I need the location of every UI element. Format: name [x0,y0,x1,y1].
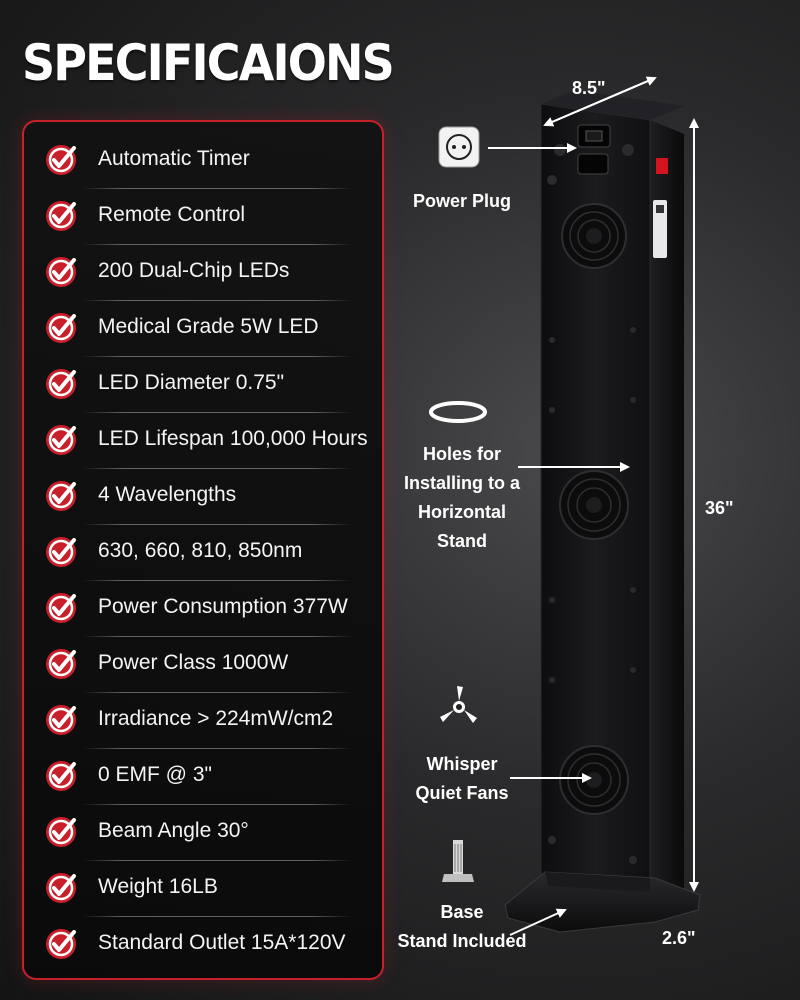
check-badge-icon [46,369,76,399]
spec-text: Power Class 1000W [98,651,289,674]
fan-top [561,203,627,269]
spec-text: 630, 660, 810, 850nm [98,539,303,562]
check-badge-icon [46,537,76,567]
spec-item: 200 Dual-Chip LEDs [24,246,382,302]
spec-text: Irradiance > 224mW/cm2 [98,707,334,730]
power-plug-label: Power Plug [412,191,511,211]
spec-item: Beam Angle 30° [24,806,382,862]
check-badge-icon [46,145,76,175]
spec-item: 0 EMF @ 3" [24,750,382,806]
spec-text: 4 Wavelengths [98,483,237,506]
depth-dimension: 2.6" [662,928,696,948]
device-front-face [540,103,651,901]
spec-text: Power Consumption 377W [98,595,348,618]
check-badge-icon [46,313,76,343]
control-display [653,200,667,258]
fan-icon [436,684,482,730]
screw-holes [548,327,637,864]
holes-label-line-3: Horizontal [418,502,506,522]
spec-item: Standard Outlet 15A*120V [24,918,382,974]
spec-item: Automatic Timer [24,134,382,190]
spec-item: 630, 660, 810, 850nm [24,526,382,582]
spec-text: 200 Dual-Chip LEDs [98,259,290,282]
height-dimension: 36" [705,498,734,518]
check-badge-icon [46,817,76,847]
base-label-line-2: Stand Included [397,931,527,951]
check-badge-icon [46,201,76,231]
spec-divider [82,692,352,693]
spec-divider [82,356,352,357]
spec-text: LED Lifespan 100,000 Hours [98,427,368,450]
check-badge-icon [46,705,76,735]
spec-divider [82,860,352,861]
power-switch [656,158,668,174]
spec-divider [82,244,352,245]
spec-text: Automatic Timer [98,147,250,170]
holes-label-line-2: Installing to a [403,473,520,493]
check-badge-icon [46,761,76,791]
spec-item: Medical Grade 5W LED [24,302,382,358]
page-title: SPECIFICAIONS [22,34,395,92]
holes-label-line-4: Stand [436,531,487,551]
power-socket-2 [577,153,609,175]
spec-divider [82,804,352,805]
spec-text: Medical Grade 5W LED [98,315,319,338]
fan-middle [559,470,629,540]
holes-label: Holes for Installing to a Horizontal Sta… [396,440,528,556]
power-plug-icon [438,126,480,168]
ring-hole-icon [428,400,488,424]
base-label: Base Stand Included [392,898,532,956]
fans-label: Whisper Quiet Fans [406,750,518,808]
spec-divider [82,468,352,469]
device-top-face [541,90,684,120]
fan-bottom [559,745,629,815]
fans-label-line-2: Quiet Fans [415,783,509,803]
check-badge-icon [46,649,76,679]
spec-item: 4 Wavelengths [24,470,382,526]
fans-label-line-1: Whisper [426,754,498,774]
check-badge-icon [46,873,76,903]
spec-item: Power Consumption 377W [24,582,382,638]
width-dimension: 8.5" [572,78,606,98]
spec-text: Beam Angle 30° [98,819,249,842]
spec-divider [82,300,352,301]
spec-divider [82,524,352,525]
spec-divider [82,916,352,917]
check-badge-icon [46,593,76,623]
power-socket [577,124,611,148]
spec-divider [82,188,352,189]
check-badge-icon [46,425,76,455]
spec-item: Power Class 1000W [24,638,382,694]
spec-divider [82,580,352,581]
spec-text: 0 EMF @ 3" [98,763,212,786]
spec-item: LED Diameter 0.75" [24,358,382,414]
check-badge-icon [46,929,76,959]
spec-item: Remote Control [24,190,382,246]
check-badge-icon [46,481,76,511]
spec-item: LED Lifespan 100,000 Hours [24,414,382,470]
spec-text: Remote Control [98,203,246,226]
spec-item: Irradiance > 224mW/cm2 [24,694,382,750]
spec-divider [82,636,352,637]
spec-text: Weight 16LB [98,875,218,898]
spec-divider [82,412,352,413]
stand-icon [440,838,476,884]
spec-text: Standard Outlet 15A*120V [98,931,346,954]
spec-item: Weight 16LB [24,862,382,918]
holes-label-line-1: Holes for [422,444,501,464]
spec-divider [82,748,352,749]
base-label-line-1: Base [440,902,484,922]
check-badge-icon [46,257,76,287]
spec-text: LED Diameter 0.75" [98,371,285,394]
device-side-face [650,120,684,910]
base-stand [504,871,701,933]
